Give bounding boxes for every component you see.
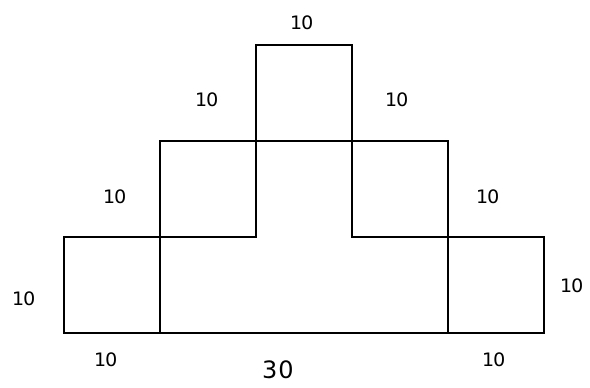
label-upper-right: 10	[385, 89, 407, 111]
label-outer-left: 10	[12, 288, 34, 310]
label-middle-right: 10	[476, 186, 498, 208]
label-upper-left: 10	[195, 89, 217, 111]
label-bottom-right: 10	[482, 349, 504, 371]
label-outer-right: 10	[560, 275, 582, 297]
label-bottom-total: 30	[262, 356, 295, 384]
shape-outline	[63, 44, 545, 334]
label-bottom-left: 10	[94, 349, 116, 371]
label-middle-left: 10	[103, 186, 125, 208]
label-top: 10	[290, 12, 312, 34]
